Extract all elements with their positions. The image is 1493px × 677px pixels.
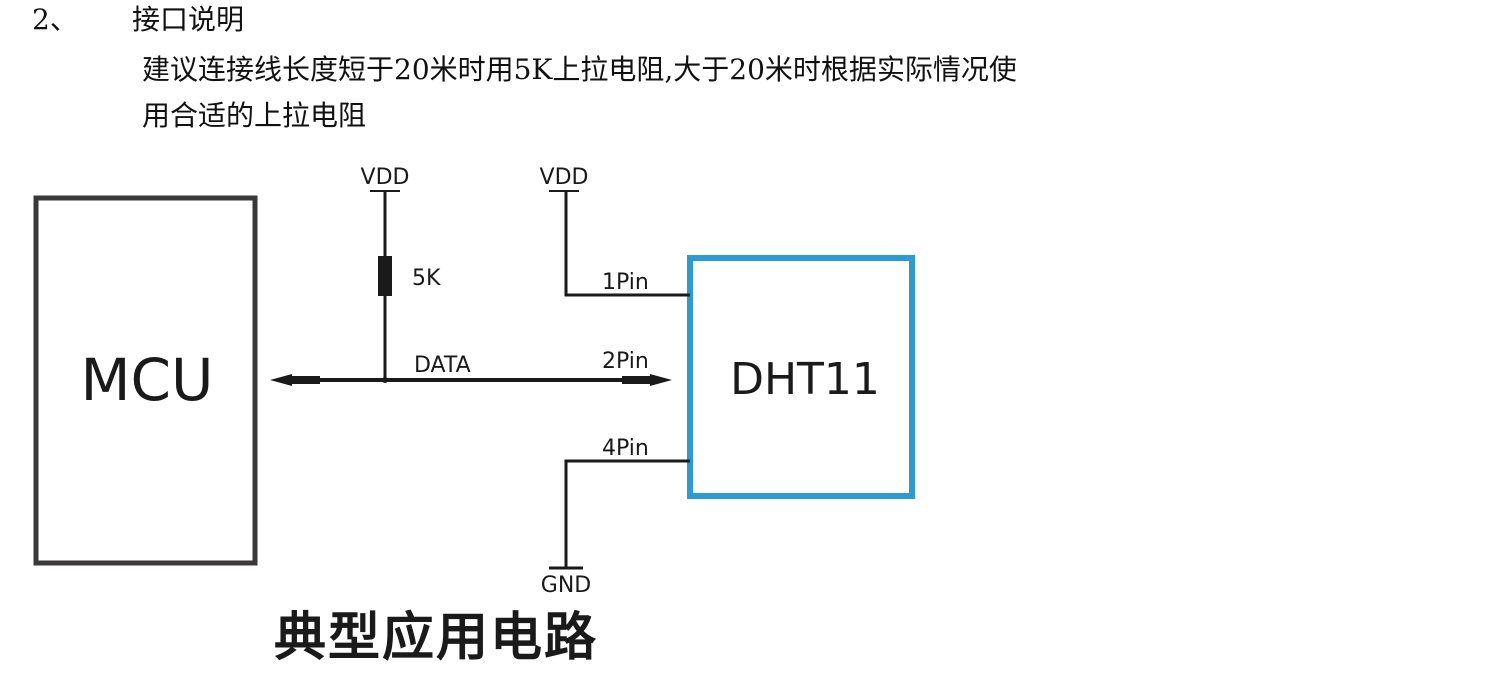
- arrow-right-icon: [650, 374, 672, 386]
- junction-dot: [382, 377, 388, 383]
- dht11-box: [687, 255, 915, 499]
- pin1-wire: [564, 191, 690, 297]
- arrow-left-shaft: [292, 376, 320, 384]
- section-title: 接口说明: [132, 3, 245, 36]
- pin2-label: 2Pin: [602, 349, 649, 374]
- resistor-label: 5K: [412, 266, 441, 291]
- dht11-label: DHT11: [730, 354, 880, 405]
- mcu-label: MCU: [81, 346, 214, 414]
- diagram-caption: 典型应用电路: [274, 608, 599, 668]
- description-line-1: 建议连接线长度短于20米时用5K上拉电阻,大于20米时根据实际情况使: [142, 53, 1017, 86]
- pullup-resistor: [378, 256, 392, 296]
- gnd-label: GND: [541, 573, 591, 598]
- pin4-label: 4Pin: [602, 436, 649, 461]
- vdd-right-label: VDD: [540, 165, 589, 190]
- arrow-left-icon: [270, 374, 292, 386]
- section-heading: 2、 接口说明: [32, 2, 244, 38]
- pin1-label: 1Pin: [602, 270, 649, 295]
- mcu-box: [33, 195, 258, 566]
- description-line-2: 用合适的上拉电阻: [142, 99, 367, 132]
- section-number: 2、: [32, 3, 78, 36]
- vdd-left-label: VDD: [361, 165, 410, 190]
- pin4-wire: [564, 459, 690, 568]
- data-label: DATA: [414, 353, 471, 378]
- arrow-right-shaft: [622, 376, 650, 384]
